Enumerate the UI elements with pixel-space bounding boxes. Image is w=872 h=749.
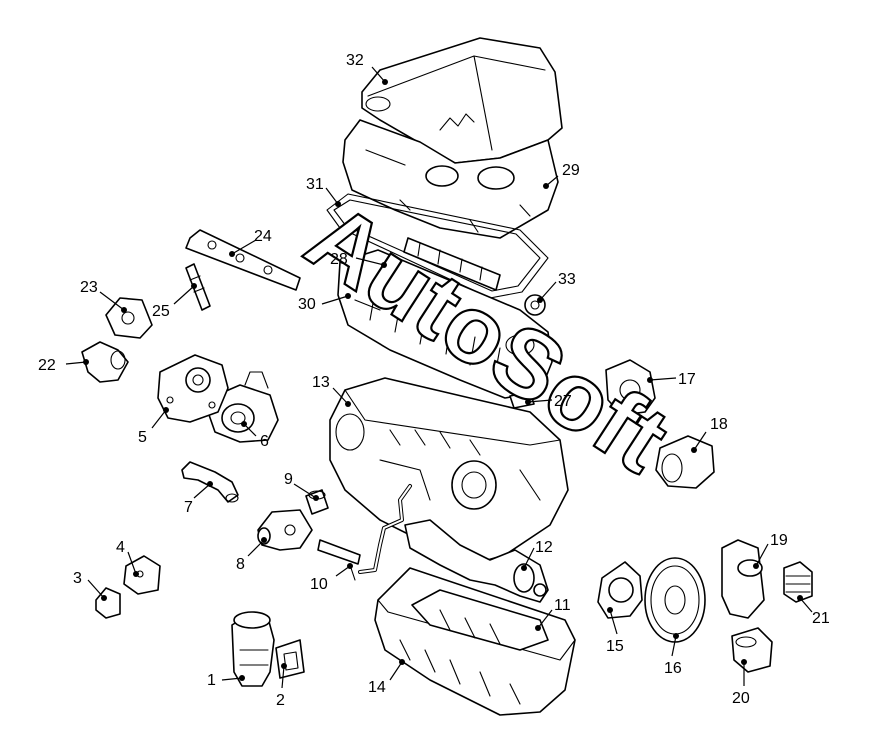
callout-32: 32 xyxy=(346,52,364,69)
callout-18: 18 xyxy=(710,416,728,433)
callout-6: 6 xyxy=(260,433,269,450)
callout-8: 8 xyxy=(236,556,245,573)
fuel-filter xyxy=(231,611,275,687)
callout-15: 15 xyxy=(606,638,624,655)
callout-7: 7 xyxy=(184,499,193,516)
cylinder-block xyxy=(329,377,569,566)
callout-11: 11 xyxy=(554,597,571,614)
callout-12: 12 xyxy=(535,539,553,556)
callout-17: 17 xyxy=(678,371,696,388)
cylinder-head-cover xyxy=(342,119,559,239)
callout-23: 23 xyxy=(80,279,98,296)
callout-1: 1 xyxy=(207,672,216,689)
valve-cover-gasket xyxy=(326,193,549,299)
callout-2: 2 xyxy=(276,692,285,709)
filter-bracket xyxy=(275,639,305,679)
callout-30: 30 xyxy=(298,296,316,313)
leader-lines xyxy=(65,66,813,689)
callout-33: 33 xyxy=(558,271,576,288)
callout-20: 20 xyxy=(732,690,750,707)
injector xyxy=(185,263,211,311)
callout-29: 29 xyxy=(562,162,580,179)
callout-31: 31 xyxy=(306,176,324,193)
engine-mount xyxy=(105,297,153,339)
callout-21: 21 xyxy=(812,610,830,627)
bushing xyxy=(305,489,329,515)
callout-28: 28 xyxy=(330,251,348,268)
callout-14: 14 xyxy=(368,679,386,696)
crankshaft xyxy=(404,519,549,603)
callout-16: 16 xyxy=(664,660,682,677)
oil-filter-housing xyxy=(721,539,765,619)
callout-27: 27 xyxy=(554,393,572,410)
vacuum-pump xyxy=(605,359,656,416)
oil-baffle xyxy=(411,589,549,651)
callout-5: 5 xyxy=(138,429,147,446)
fuel-rail xyxy=(185,229,301,291)
timing-cover xyxy=(157,354,229,423)
oil-cooler xyxy=(731,627,773,673)
callout-labels: 1 2 3 4 5 6 7 8 9 10 11 12 13 14 15 16 1… xyxy=(38,52,830,709)
callout-13: 13 xyxy=(312,374,330,391)
callout-10: 10 xyxy=(310,576,328,593)
callout-3: 3 xyxy=(73,570,82,587)
callout-19: 19 xyxy=(770,532,788,549)
thermostat-housing xyxy=(257,509,313,551)
dipstick-tube xyxy=(317,484,412,581)
callout-22: 22 xyxy=(38,357,56,374)
bracket xyxy=(123,555,161,595)
callout-24: 24 xyxy=(254,228,272,245)
outlet-elbow xyxy=(81,341,129,383)
adapter-plate xyxy=(597,561,643,619)
flywheel xyxy=(644,557,706,643)
oil-filter-cartridge xyxy=(783,561,813,603)
callout-4: 4 xyxy=(116,539,125,556)
callout-9: 9 xyxy=(284,471,293,488)
callout-25: 25 xyxy=(152,303,170,320)
starter-motor xyxy=(655,435,715,489)
